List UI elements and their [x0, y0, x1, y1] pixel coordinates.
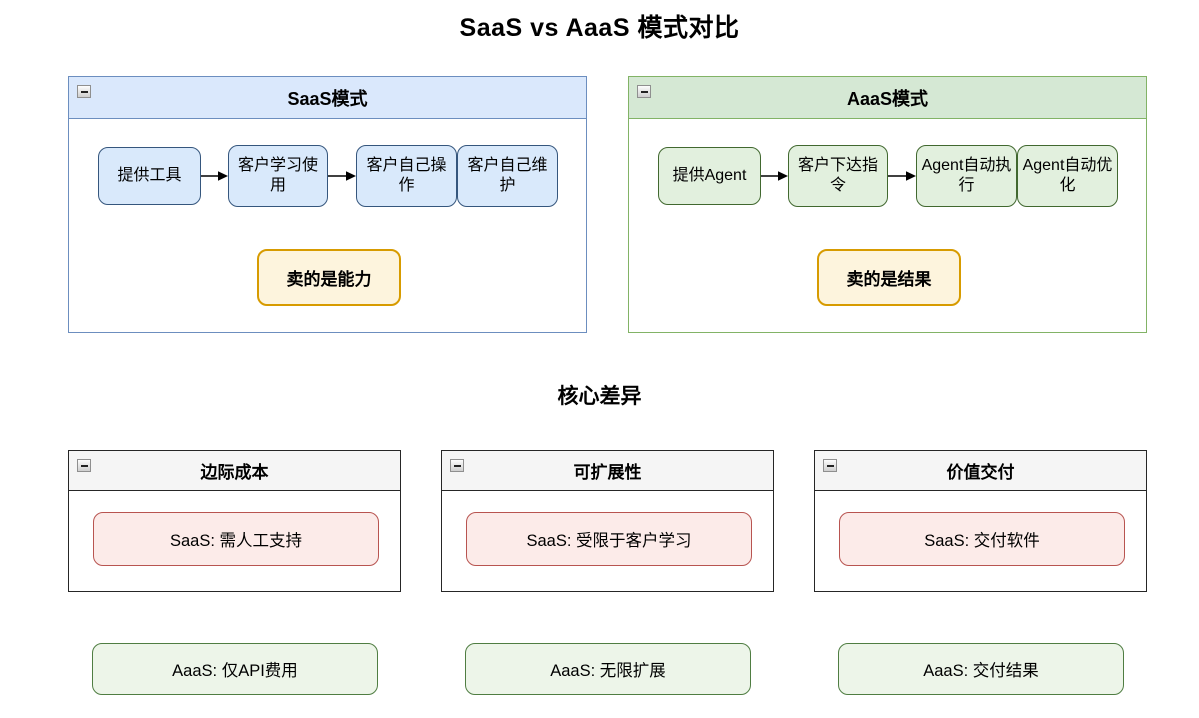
- flow-node-saas-3: 客户自己操作: [356, 145, 457, 207]
- minus-icon: [453, 464, 461, 467]
- collapse-button[interactable]: [823, 459, 837, 472]
- saas-highlight-node: 卖的是能力: [257, 249, 401, 306]
- saas-point: SaaS: 交付软件: [839, 512, 1125, 566]
- flow-node-aaas-4: Agent自动优化: [1017, 145, 1118, 207]
- saas-point: SaaS: 需人工支持: [93, 512, 379, 566]
- minus-icon: [640, 90, 648, 93]
- card-scalability: 可扩展性 SaaS: 受限于客户学习: [441, 450, 774, 592]
- aaas-panel-header: AaaS模式: [629, 77, 1146, 119]
- flow-node-saas-4: 客户自己维护: [457, 145, 558, 207]
- collapse-button[interactable]: [77, 85, 91, 98]
- saas-point: SaaS: 受限于客户学习: [466, 512, 752, 566]
- flow-node-aaas-2: 客户下达指令: [788, 145, 888, 207]
- card-title: 价值交付: [946, 463, 1015, 482]
- collapse-button[interactable]: [637, 85, 651, 98]
- saas-panel-header: SaaS模式: [69, 77, 586, 119]
- minus-icon: [826, 464, 834, 467]
- flow-node-saas-2: 客户学习使用: [228, 145, 328, 207]
- card-header: 价值交付: [815, 451, 1146, 491]
- aaas-point: AaaS: 仅API费用: [92, 643, 378, 695]
- aaas-panel-title: AaaS模式: [846, 88, 929, 109]
- collapse-button[interactable]: [77, 459, 91, 472]
- arrow-right-icon: [888, 171, 916, 181]
- page-title: SaaS vs AaaS 模式对比: [459, 14, 740, 42]
- aaas-point: AaaS: 交付结果: [838, 643, 1124, 695]
- flow-node-saas-1: 提供工具: [98, 147, 201, 205]
- arrow-right-icon: [761, 171, 788, 181]
- card-title: 可扩展性: [573, 463, 642, 482]
- arrow-right-icon: [328, 171, 356, 181]
- arrow-right-icon: [201, 171, 228, 181]
- flow-node-aaas-3: Agent自动执行: [916, 145, 1017, 207]
- card-marginal-cost: 边际成本 SaaS: 需人工支持: [68, 450, 401, 592]
- saas-panel-title: SaaS模式: [287, 88, 368, 109]
- card-title: 边际成本: [200, 463, 269, 482]
- flow-node-aaas-1: 提供Agent: [658, 147, 761, 205]
- aaas-highlight-node: 卖的是结果: [817, 249, 961, 306]
- minus-icon: [80, 464, 88, 467]
- aaas-point: AaaS: 无限扩展: [465, 643, 751, 695]
- collapse-button[interactable]: [450, 459, 464, 472]
- section-heading: 核心差异: [557, 385, 642, 408]
- minus-icon: [80, 90, 88, 93]
- saas-panel: SaaS模式 提供工具 客户学习使用 客户自己操作 客户自己维护 卖的是能力: [68, 76, 587, 333]
- card-value-delivery: 价值交付 SaaS: 交付软件: [814, 450, 1147, 592]
- aaas-panel: AaaS模式 提供Agent 客户下达指令 Agent自动执行 Agent自动优…: [628, 76, 1147, 333]
- card-header: 可扩展性: [442, 451, 773, 491]
- card-header: 边际成本: [69, 451, 400, 491]
